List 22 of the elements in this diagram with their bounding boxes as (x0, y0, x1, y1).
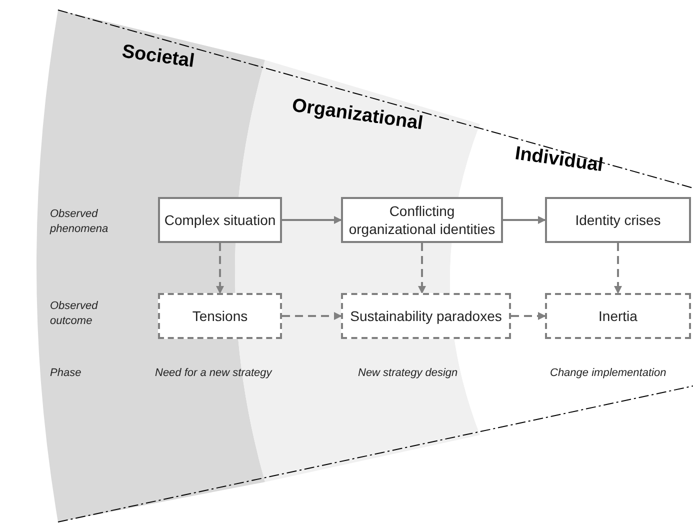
phenomenon-box: Identity crises (545, 197, 691, 243)
band-title: Societal (120, 40, 196, 74)
outcome-box: Tensions (158, 293, 282, 339)
arrow (216, 243, 224, 294)
arrow (282, 312, 342, 320)
arrow (511, 312, 546, 320)
row-label: Observed phenomena (50, 207, 110, 237)
band-title: Individual (513, 142, 605, 178)
row-label: Phase (50, 366, 82, 381)
arrow (418, 243, 426, 294)
phase-label: Need for a new strategy (155, 366, 274, 381)
outcome-box: Sustainability paradoxes (341, 293, 511, 339)
phenomenon-box: Conflicting organizational identities (341, 197, 503, 243)
phase-label: Change implementation (550, 366, 668, 381)
phase-label: New strategy design (358, 366, 459, 381)
arrow (503, 216, 546, 224)
phenomenon-box: Complex situation (158, 197, 282, 243)
outcome-box: Inertia (545, 293, 691, 339)
arrow (282, 216, 342, 224)
row-label: Observed outcome (50, 299, 99, 329)
arrow (614, 243, 622, 294)
band-title: Organizational (290, 94, 425, 136)
